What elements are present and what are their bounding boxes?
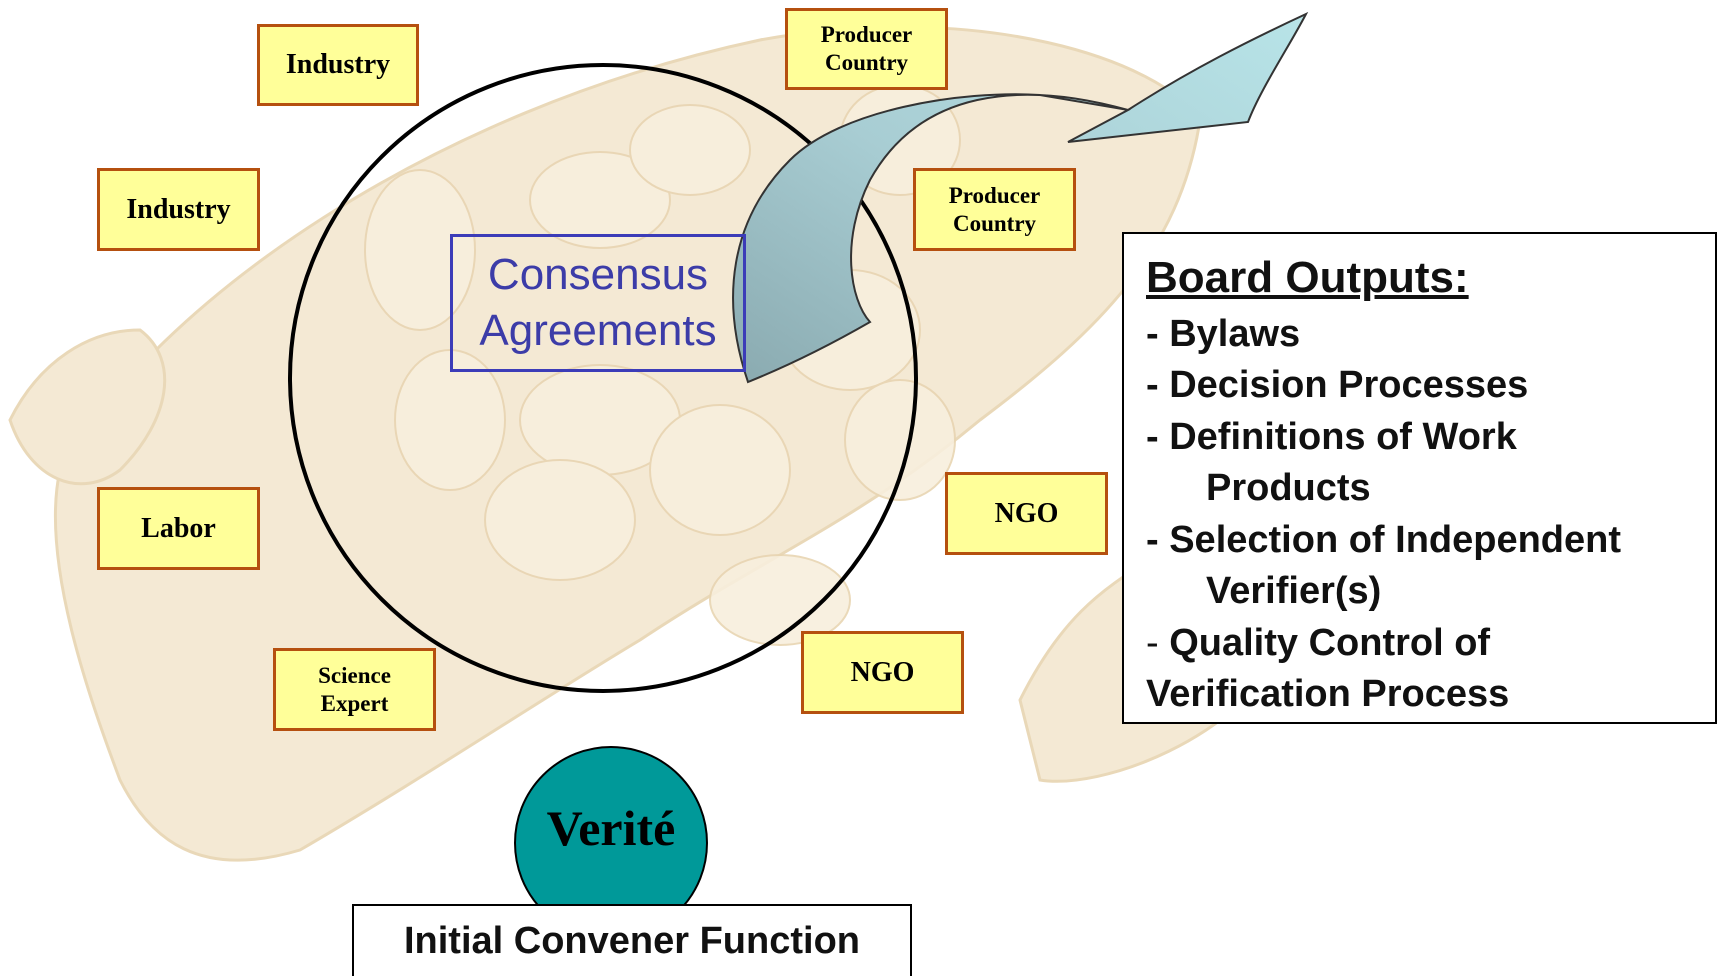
stakeholder-ngo-1: NGO [945, 472, 1108, 555]
output-item: - Quality Control of [1146, 618, 1715, 670]
output-item-text: Quality Control of [1169, 621, 1491, 664]
stakeholder-industry-1: Industry [257, 24, 419, 106]
cocoa-seeds-watermark [364, 84, 961, 646]
stakeholder-producer-country-2: Producer Country [913, 168, 1076, 251]
output-item: Verifier(s) [1206, 570, 1382, 613]
board-circle [288, 63, 918, 693]
board-outputs-heading: Board Outputs: [1146, 253, 1469, 302]
stakeholder-science-expert: Science Expert [273, 648, 436, 731]
board-outputs-panel: Board Outputs: - Bylaws - Decision Proce… [1122, 232, 1717, 724]
output-item: - Selection of Independent [1146, 518, 1622, 561]
output-item: - Bylaws [1146, 312, 1301, 355]
stakeholder-industry-2: Industry [97, 168, 260, 251]
stakeholder-labor: Labor [97, 487, 260, 570]
initial-convener-label: Initial Convener Function [352, 904, 912, 976]
output-item: - Decision Processes [1146, 364, 1529, 407]
output-arrow [732, 11, 1309, 384]
output-item: Verification Process [1146, 673, 1510, 716]
output-dash: - [1146, 621, 1170, 664]
stakeholder-ngo-2: NGO [801, 631, 964, 714]
consensus-agreements-box: Consensus Agreements [450, 234, 746, 372]
stakeholder-producer-country-1: Producer Country [785, 8, 948, 90]
output-item: Products [1206, 467, 1371, 510]
output-item: - Definitions of Work [1146, 415, 1517, 458]
